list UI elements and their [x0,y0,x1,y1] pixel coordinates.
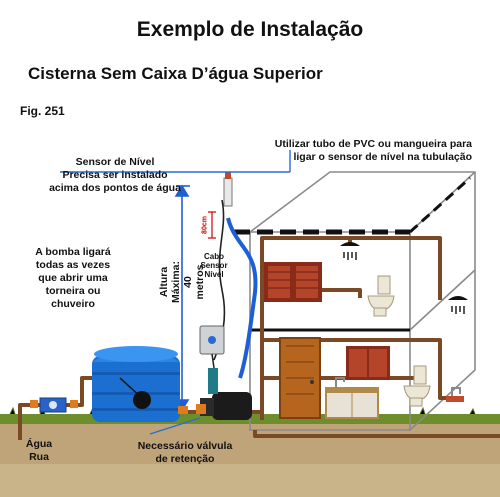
street-water-label: Água Rua [25,438,53,463]
pressure-switch-icon [199,325,225,369]
water-meter-icon [30,397,78,413]
max-height-label-box: Altura Máxima: 40 metros [150,232,214,332]
upper-slab-depth [408,176,472,234]
gap-bracket [208,211,216,239]
cistern-tank [92,346,180,422]
door [279,337,321,419]
gap-label: 80cm [201,216,209,234]
figure-label: Fig. 251 [20,104,65,118]
pump-note: A bomba ligará todas as vezes que abrir … [35,246,111,310]
sensor-note: Sensor de Nível Precisa ser instalado ac… [49,156,181,194]
max-height-label: Altura Máxima: 40 metros [158,260,206,304]
pvc-note-line1: Utilizar tubo de PVC ou mangueira para [274,138,472,150]
sensor-cable-label: Cabo Sensor Nível [200,252,228,279]
pump-icon [178,368,252,420]
sink-cabinet [325,387,379,419]
pointer-lines [60,150,291,435]
lower-window [346,346,390,380]
page-title: Exemplo de Instalação [136,18,364,41]
diagram-subtitle: Cisterna Sem Caixa D’água Superior [28,64,323,83]
faucet-icon [335,377,464,402]
sensor-hose [226,217,258,379]
shower-icon [340,242,468,314]
check-valve-note: Necessário válvula de retenção [137,440,233,465]
pvc-note-line2: ligar o sensor de nível na tubulação [293,151,472,163]
toilet-icon [367,275,431,407]
gap-label-box: 80cm [198,212,212,238]
upper-window [264,262,322,302]
level-sensor-icon [223,172,233,207]
